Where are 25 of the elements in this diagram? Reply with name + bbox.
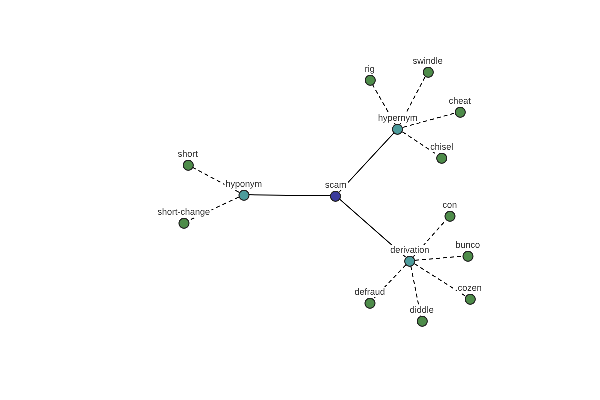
node-label: chisel bbox=[430, 142, 454, 152]
node-label: short-change bbox=[156, 206, 212, 216]
node-label: hyponym bbox=[224, 178, 264, 188]
node-label: swindle bbox=[412, 56, 444, 66]
node-label: defraud bbox=[354, 286, 386, 296]
node-label: rig bbox=[364, 64, 376, 74]
dashed-line bbox=[373, 264, 407, 300]
dashed-line bbox=[192, 167, 240, 193]
node-label: hypernym bbox=[377, 112, 419, 122]
dashed-line bbox=[402, 132, 438, 156]
node-label: cheat bbox=[448, 96, 472, 106]
node-label: short bbox=[177, 148, 199, 158]
dashed-line bbox=[413, 220, 447, 258]
dashed-line bbox=[414, 263, 466, 297]
node-label: bunco bbox=[454, 240, 482, 250]
connector-line bbox=[339, 132, 395, 192]
connector-line bbox=[249, 194, 331, 196]
dashed-line bbox=[372, 84, 396, 125]
node-label: diddle bbox=[408, 304, 436, 314]
dashed-line bbox=[400, 76, 426, 125]
dashed-line bbox=[402, 112, 456, 128]
dashed-line bbox=[414, 256, 464, 262]
node-label: derivation bbox=[389, 244, 431, 254]
dashed-line bbox=[410, 266, 422, 316]
node-label: scam bbox=[324, 180, 348, 190]
